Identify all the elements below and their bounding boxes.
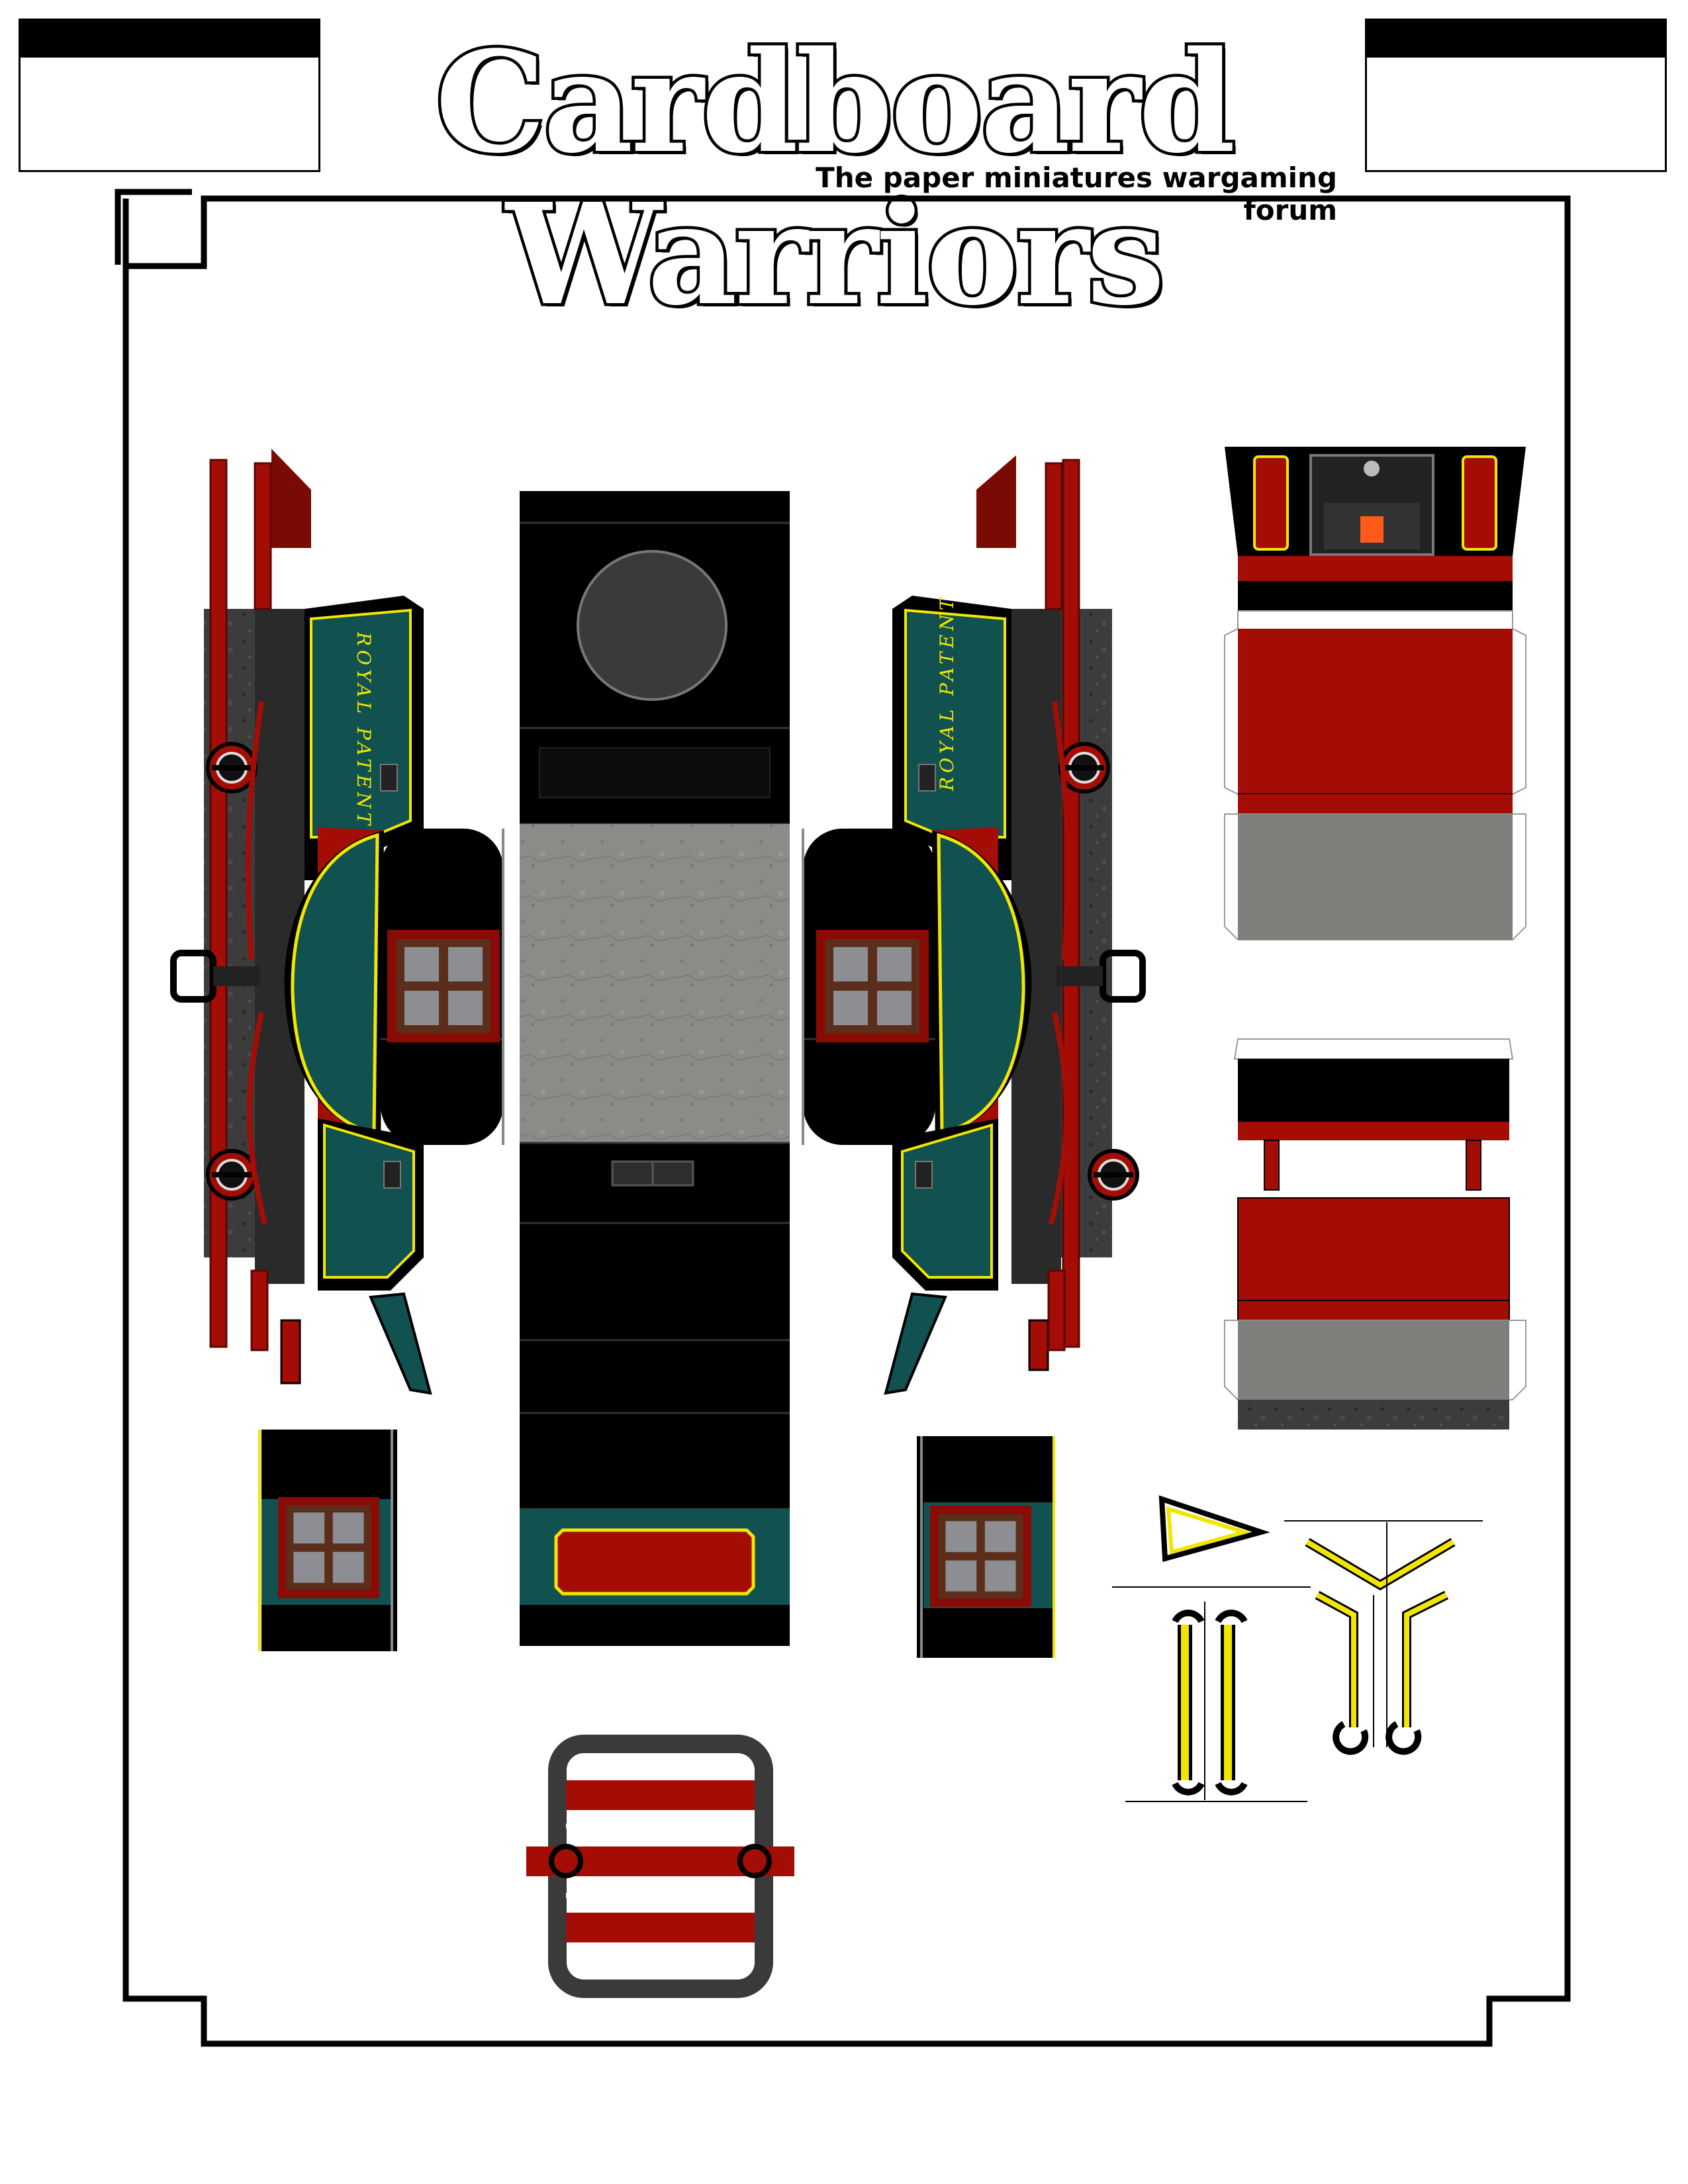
small-window-panel-right — [917, 1436, 1055, 1658]
page-title: Cardboard Warriors — [331, 23, 1337, 334]
header-right-box — [1365, 19, 1667, 172]
right-side-panel: ROYAL PATENT — [802, 455, 1146, 1395]
page-subtitle: The paper miniatures wargaming forum — [816, 161, 1337, 226]
cab-rear-panel — [1224, 1038, 1526, 1430]
left-panel-top-text: ROYAL PATENT — [353, 631, 375, 829]
center-body-strip — [520, 491, 790, 1646]
cab-front-panel — [1224, 447, 1526, 940]
page-title-text: Cardboard Warriors — [432, 21, 1239, 336]
sheet-border — [122, 195, 1571, 2047]
header-left-box — [19, 19, 320, 172]
left-side-panel: ROYAL PATENT — [170, 449, 504, 1395]
bench-part — [526, 1735, 794, 1998]
corner-mark — [115, 189, 192, 265]
right-panel-top-text: ROYAL PATENT — [936, 594, 958, 792]
small-window-panel-left — [258, 1430, 397, 1651]
small-parts — [1112, 1495, 1483, 1802]
